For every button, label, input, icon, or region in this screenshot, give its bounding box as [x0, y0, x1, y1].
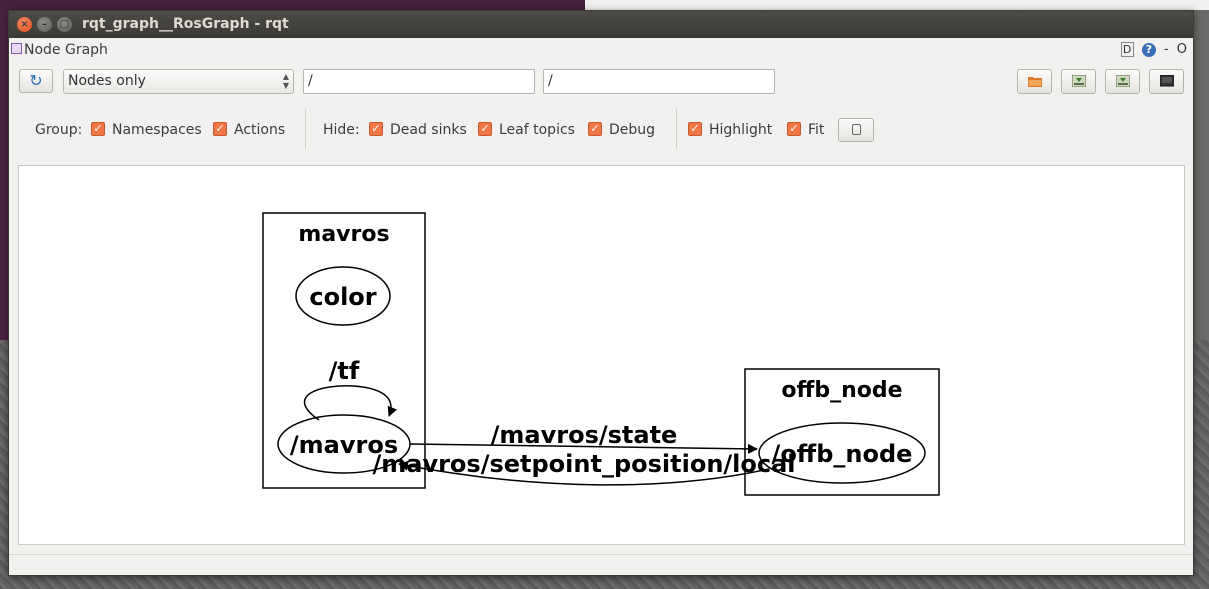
- options-separator: [676, 109, 677, 149]
- rqt-window: × – □ rqt_graph__RosGraph - rqt Node Gra…: [8, 10, 1194, 576]
- help-icon[interactable]: ?: [1141, 43, 1156, 57]
- highlight-checkbox[interactable]: ✓: [688, 122, 702, 136]
- fit-in-view-button[interactable]: [838, 118, 874, 142]
- debug-checkbox[interactable]: ✓: [588, 122, 602, 136]
- mavros-cluster-label: mavros: [298, 222, 389, 247]
- minimize-window-button[interactable]: –: [37, 17, 52, 32]
- offb-cluster-label: offb_node: [781, 378, 902, 403]
- load-dot-button[interactable]: [1017, 69, 1052, 94]
- save-image-button[interactable]: [1149, 69, 1184, 94]
- options-separator: [305, 109, 306, 149]
- screenshot-icon: [1160, 75, 1174, 87]
- save-svg-button[interactable]: [1105, 69, 1140, 94]
- setpoint-position-edge-label: /mavros/setpoint_position/local: [372, 450, 795, 478]
- save-dot-button[interactable]: [1061, 69, 1096, 94]
- fit-label: Fit: [808, 122, 825, 138]
- hide-label: Hide:: [323, 122, 360, 138]
- mavros-state-edge[interactable]: [409, 443, 758, 454]
- graph-canvas[interactable]: mavros offb_node color /mavros /offb_nod…: [18, 165, 1185, 545]
- title-bar[interactable]: × – □ rqt_graph__RosGraph - rqt: [9, 11, 1193, 38]
- namespaces-label: Namespaces: [112, 122, 202, 138]
- close-window-button[interactable]: ×: [17, 17, 32, 32]
- topic-filter-input[interactable]: /: [543, 69, 775, 94]
- select-arrows-icon: ▲▼: [282, 72, 289, 90]
- desktop-background-left: [0, 0, 8, 340]
- tf-edge[interactable]: [303, 385, 397, 421]
- status-bar: [9, 554, 1193, 575]
- color-node[interactable]: [295, 266, 391, 326]
- debug-label: Debug: [609, 122, 656, 138]
- dock-minimize-button[interactable]: -: [1163, 42, 1169, 57]
- maximize-window-button[interactable]: □: [57, 17, 72, 32]
- group-label: Group:: [35, 122, 83, 138]
- node-filter-input[interactable]: /: [303, 69, 535, 94]
- dead-sinks-checkbox[interactable]: ✓: [369, 122, 383, 136]
- save-image-icon: [1116, 75, 1130, 87]
- setpoint-position-edge[interactable]: [398, 460, 770, 486]
- fit-checkbox[interactable]: ✓: [787, 122, 801, 136]
- save-dot-icon: [1072, 75, 1086, 87]
- dead-sinks-label: Dead sinks: [390, 122, 467, 138]
- refresh-button[interactable]: ↻: [19, 69, 53, 93]
- window-title: rqt_graph__RosGraph - rqt: [82, 16, 289, 32]
- folder-icon: [1028, 77, 1042, 87]
- mavros-node-label: /mavros: [290, 431, 398, 459]
- offb-node[interactable]: [758, 422, 926, 484]
- namespaces-checkbox[interactable]: ✓: [91, 122, 105, 136]
- color-node-label: color: [309, 283, 376, 311]
- refresh-icon: ↻: [29, 71, 43, 90]
- ros-graph-svg: mavros offb_node color /mavros /offb_nod…: [262, 212, 940, 496]
- fit-view-icon: [852, 124, 861, 135]
- mavros-state-edge-label: /mavros/state: [491, 421, 678, 449]
- mavros-cluster[interactable]: [262, 212, 426, 489]
- graph-mode-select[interactable]: Nodes only ▲▼: [63, 69, 294, 94]
- leaf-topics-checkbox[interactable]: ✓: [478, 122, 492, 136]
- dock-title-bar: Node Graph D ? - O: [9, 38, 1193, 62]
- actions-checkbox[interactable]: ✓: [213, 122, 227, 136]
- plugin-icon: [11, 43, 22, 54]
- offb-node-label: /offb_node: [772, 440, 913, 468]
- tf-edge-label: /tf: [329, 357, 360, 385]
- desktop-terminal-strip: [0, 0, 585, 10]
- dock-title: Node Graph: [24, 42, 108, 58]
- graph-mode-value: Nodes only: [68, 73, 146, 89]
- dock-d-button[interactable]: D: [1120, 42, 1134, 57]
- leaf-topics-label: Leaf topics: [499, 122, 575, 138]
- offb-cluster[interactable]: [744, 368, 940, 496]
- highlight-label: Highlight: [709, 122, 773, 138]
- actions-label: Actions: [234, 122, 286, 138]
- desktop-window-strip: [585, 0, 1209, 10]
- dock-close-button[interactable]: O: [1176, 42, 1187, 57]
